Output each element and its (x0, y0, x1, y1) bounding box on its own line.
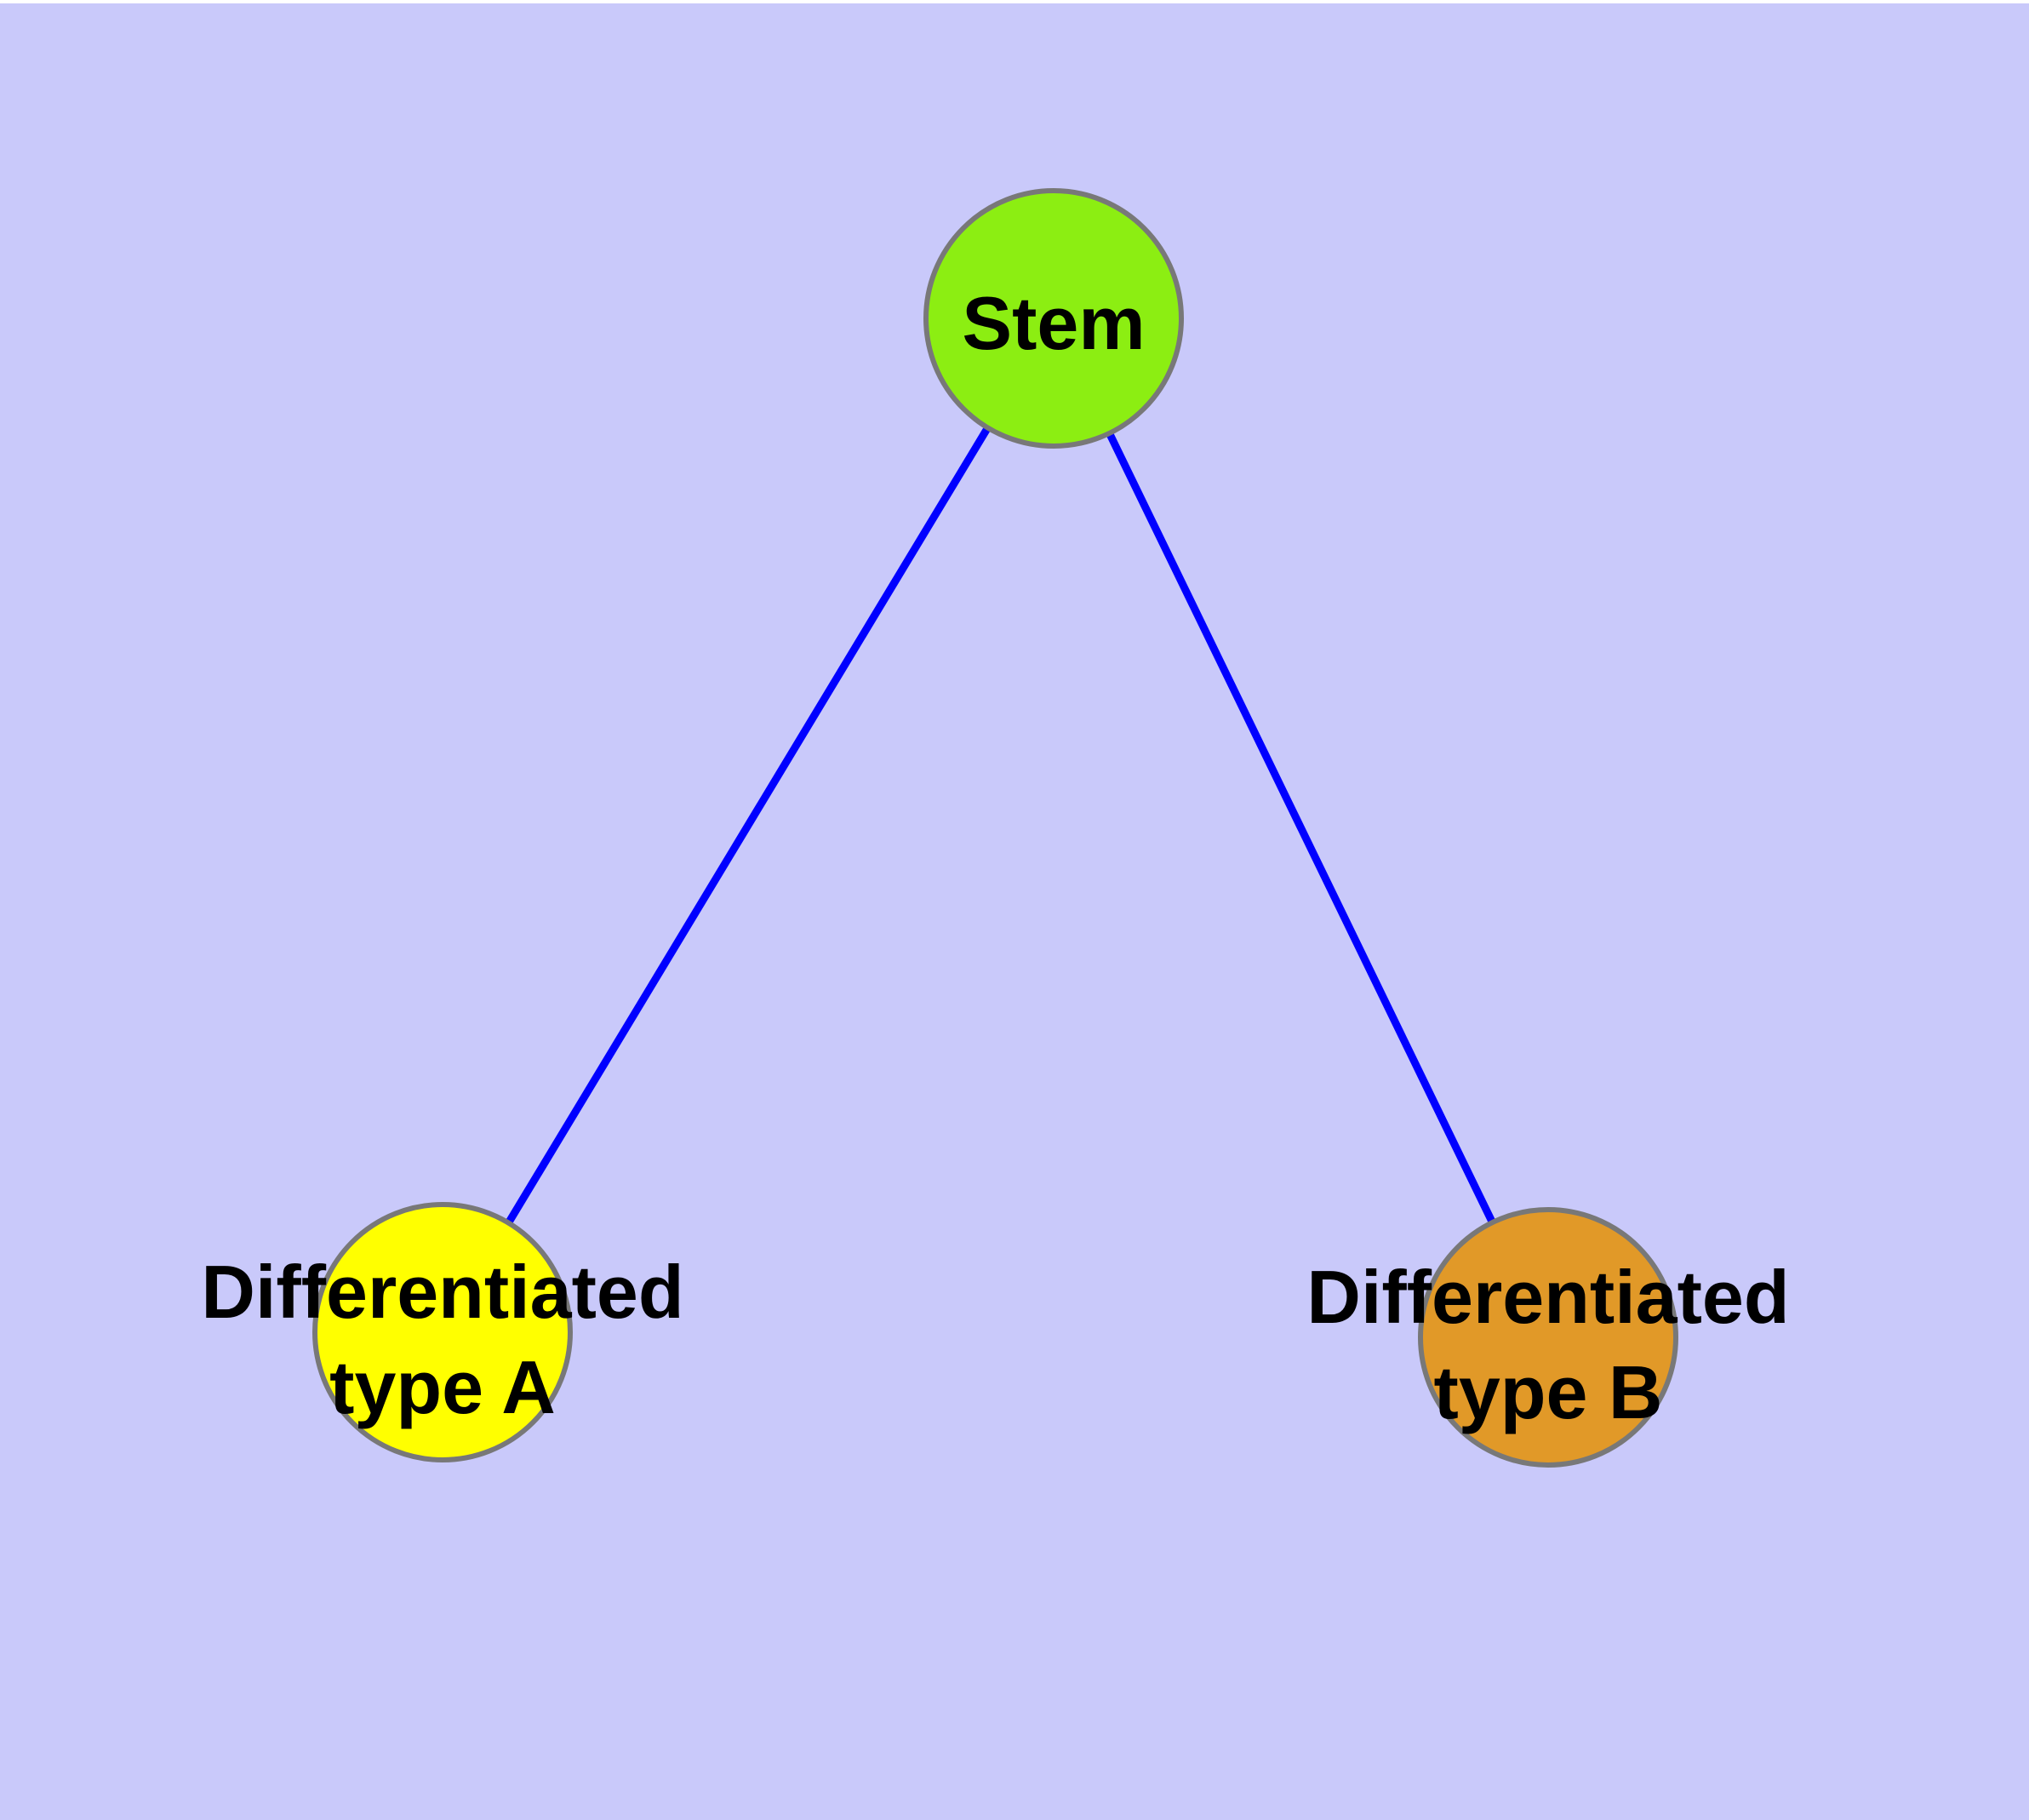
edge-stem-to-type-a (439, 316, 1057, 1335)
node-type-b-label-line1: Differentiated (1306, 1255, 1789, 1339)
node-type-a-label-line2: type A (329, 1345, 556, 1429)
edge-stem-to-type-b (1049, 317, 1552, 1339)
node-stem-circle (923, 188, 1184, 449)
node-stem-label: Stem (962, 281, 1145, 365)
node-type-a-label-line1: Differentiated (201, 1250, 683, 1334)
node-type-b-label-line2: type B (1434, 1350, 1663, 1434)
node-type-b-circle (1418, 1207, 1678, 1468)
node-type-a-circle (312, 1202, 573, 1462)
